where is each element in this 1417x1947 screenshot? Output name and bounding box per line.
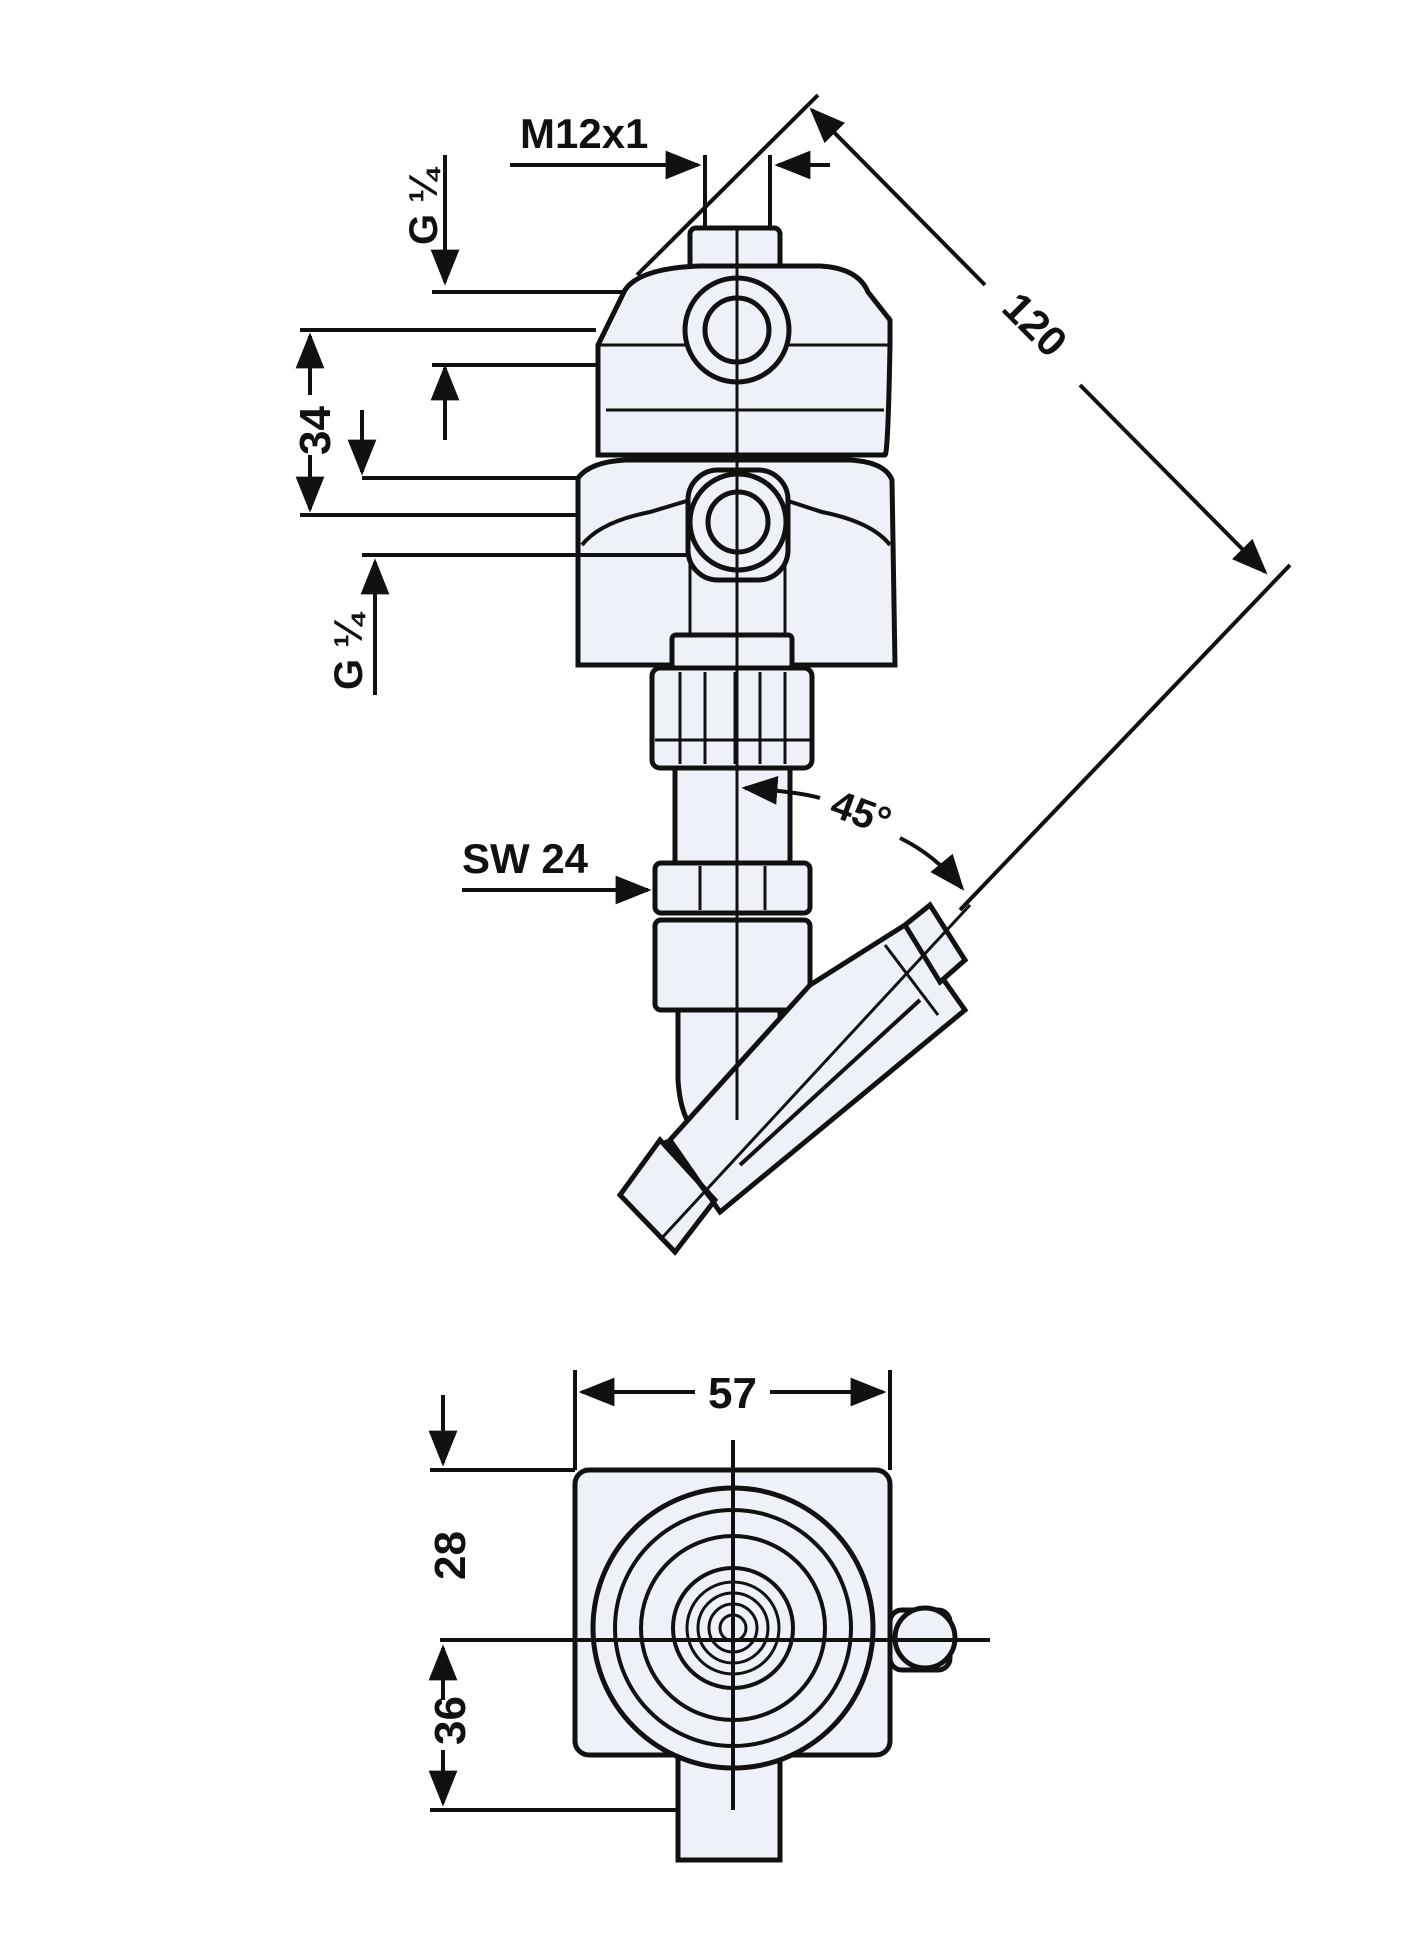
knurled-nut: [649, 665, 815, 771]
dim-g-quarter-bottom: G ¼: [327, 410, 690, 695]
dim-sw24: SW 24: [462, 835, 652, 905]
dim-36: 36: [426, 1644, 678, 1812]
side-view: [575, 225, 972, 1256]
dim-g-quarter-top: G ¼: [402, 155, 625, 440]
dim-34: 34: [291, 328, 596, 517]
bottom-view-dimensions: 57 28 36: [426, 1369, 892, 1812]
dim-angle-45-label: 45°: [825, 782, 897, 844]
dim-36-label: 36: [426, 1696, 475, 1745]
dim-sw24-label: SW 24: [462, 835, 589, 882]
dim-28-label: 28: [426, 1531, 475, 1580]
hex-nut-sw24: [652, 860, 813, 916]
dim-g-quarter-bottom-label: G ¼: [327, 611, 371, 690]
dim-28: 28: [426, 1395, 575, 1580]
dim-57-label: 57: [708, 1369, 757, 1418]
side-view-dimensions: M12x1 G ¼ 34 G ¼: [291, 93, 1292, 912]
bottom-view: [440, 1440, 990, 1863]
dim-120-label: 120: [994, 283, 1077, 366]
valve-stem: [672, 765, 793, 866]
dim-m12x1: M12x1: [510, 110, 830, 230]
dim-57: 57: [573, 1369, 892, 1470]
dim-m12x1-label: M12x1: [520, 110, 648, 157]
dim-34-label: 34: [291, 406, 340, 455]
dim-g-quarter-top-label: G ¼: [402, 166, 446, 245]
